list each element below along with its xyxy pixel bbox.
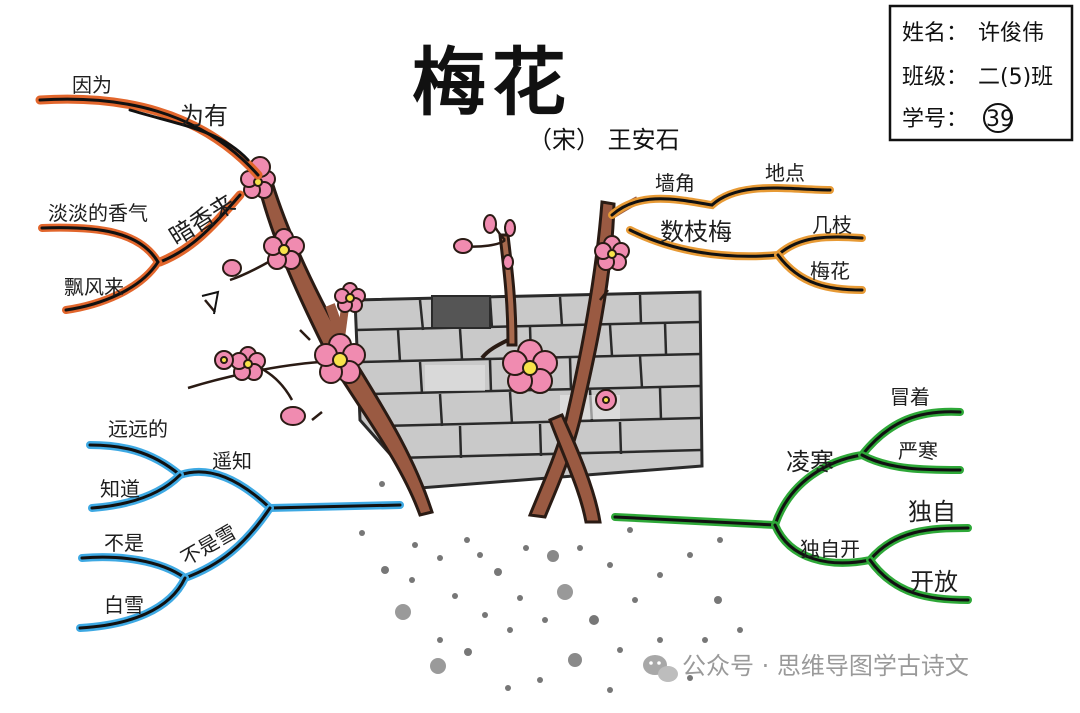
label-bushixue: 不是雪 [177,520,241,571]
label-duzikai: 独自开 [800,537,860,561]
student-number: 39 [986,107,1014,132]
number-circle [983,103,1013,133]
label-jizhi: 几枝 [812,213,852,237]
label-linghan: 凌寒 [786,448,834,476]
blossom [214,350,234,370]
label-kaifang: 开放 [910,568,958,596]
label-piaofenglai: 飘风来 [64,275,124,299]
wechat-icon [643,655,678,682]
student-class: 二(5)班 [978,65,1053,90]
bud [280,406,306,426]
label-dandan-xiangqi: 淡淡的香气 [48,201,148,225]
branch-bottom-left [76,441,404,632]
label-yaozhi: 遥知 [212,449,252,473]
blossom [230,346,266,381]
bud [502,254,514,270]
bud [222,259,242,277]
label-shuzhimei: 数枝梅 [660,218,732,246]
blossom [334,282,366,313]
label-anxianglai: 暗香来 [164,189,240,251]
label-maozhe: 冒着 [890,385,930,409]
label-baixue: 白雪 [104,593,144,617]
student-info-box: 姓名： 许俊伟 班级： 二(5)班 学号： 39 [888,4,1074,142]
blossom [595,389,617,411]
branch-top-left [35,94,263,314]
bud [483,214,497,234]
poem-title: 梅花 [412,40,572,126]
branch-bottom-right [611,407,972,604]
label-zhidao: 知道 [100,477,140,501]
number-label: 学号： [902,107,968,132]
label-didian: 地点 [765,161,805,185]
label-meihua: 梅花 [810,259,850,283]
class-label: 班级： [902,65,968,90]
watermark: 公众号 · 思维导图学古诗文 [643,652,969,682]
watermark-text: 公众号 · 思维导图学古诗文 [682,652,969,680]
hand-mark [201,290,220,315]
blossom [594,235,630,271]
bud [453,238,473,254]
label-yuanyuande: 远远的 [108,417,168,441]
label-bushi: 不是 [104,531,144,555]
plum-blossoms [214,156,630,426]
blossom [314,333,366,384]
poem-author: （宋） 王安石 [528,126,680,154]
blossom [263,228,305,270]
label-weiyou: 为有 [180,102,228,130]
label-duzi: 独自 [908,498,956,526]
student-name: 许俊伟 [978,21,1044,46]
bud [504,219,516,237]
name-label: 姓名： [902,21,968,46]
label-qiangjiao: 墙角 [655,171,695,195]
branch-top-right [608,184,866,294]
blossom [502,339,558,394]
label-yanhan: 严寒 [898,439,938,463]
label-yinwei: 因为 [72,73,112,97]
ground-dots [359,481,743,693]
